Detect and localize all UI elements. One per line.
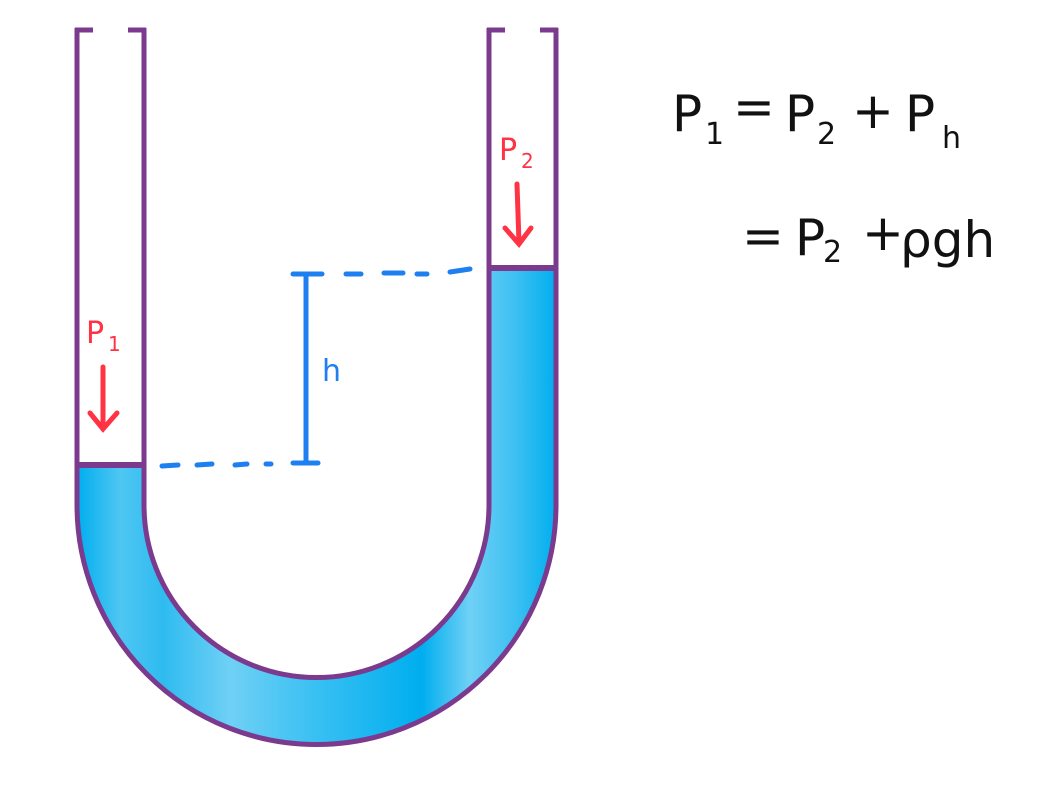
svg-text:2: 2 (521, 149, 534, 173)
svg-text:P: P (86, 316, 104, 351)
tube-outer-wall (74, 28, 559, 747)
right-down-arrow-icon (502, 181, 534, 248)
svg-text:=: = (742, 207, 784, 265)
left-pressure-label: P 1 (86, 316, 121, 356)
left-down-arrow-icon (87, 364, 120, 433)
liquid-fill (79, 270, 554, 743)
equation-line-2: = P 2 + ρgh (742, 204, 995, 270)
height-marker (159, 266, 473, 469)
svg-text:+: + (862, 204, 904, 262)
svg-text:ρgh: ρgh (900, 211, 995, 269)
svg-text:P: P (785, 85, 815, 143)
right-pressure-label: P 2 (499, 133, 534, 173)
svg-text:P: P (499, 133, 517, 168)
svg-text:1: 1 (705, 117, 724, 152)
svg-text:P: P (672, 85, 702, 143)
svg-text:h: h (942, 121, 961, 156)
svg-text:1: 1 (108, 332, 121, 356)
svg-text:2: 2 (817, 117, 836, 152)
svg-text:P: P (795, 209, 825, 267)
svg-text:+: + (852, 82, 894, 140)
equation-line-1: P 1 = P 2 + P h (672, 78, 961, 156)
svg-text:P: P (905, 85, 935, 143)
svg-text:=: = (733, 78, 775, 136)
svg-text:2: 2 (823, 235, 842, 270)
height-label: h (322, 354, 341, 389)
tube-inner-wall (141, 28, 492, 680)
